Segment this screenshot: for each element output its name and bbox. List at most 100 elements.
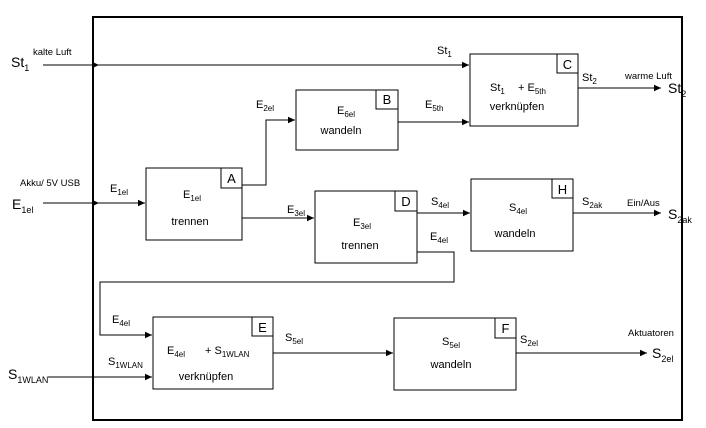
output-s2ak-label: S xyxy=(668,206,677,222)
block-d: D E3el trennen xyxy=(314,190,418,264)
output-s2ak-note: Ein/Aus xyxy=(627,198,660,209)
block-a-letter: A xyxy=(227,171,236,186)
input-s1wlan-label: S xyxy=(8,366,17,382)
block-e-symbol-1: E xyxy=(167,345,174,357)
system-boundary xyxy=(92,16,683,421)
svg-text:E1el: E1el xyxy=(12,196,33,215)
flow-st1-label: St xyxy=(437,45,447,57)
block-f: F S5el wandeln xyxy=(393,317,517,391)
block-d-symbol: E xyxy=(353,217,360,229)
svg-text:St1: St1 xyxy=(437,45,452,59)
block-e-function: verknüpfen xyxy=(179,371,233,383)
block-a-function: trennen xyxy=(171,216,208,228)
svg-text:S5el: S5el xyxy=(442,336,460,350)
block-h: H S4el wandeln xyxy=(470,178,574,252)
block-c-symbol-2: + E xyxy=(518,82,535,94)
flow-e3el-label: E xyxy=(287,204,294,216)
block-b-function: wandeln xyxy=(320,125,362,137)
block-a-symbol: E xyxy=(183,189,190,201)
output-s2el-note: Aktuatoren xyxy=(628,328,674,339)
flow-e4el-loop xyxy=(99,251,455,339)
svg-text:S2ak: S2ak xyxy=(582,196,603,210)
flow-e4el-d-label-sub: 4el xyxy=(437,236,448,245)
block-a-symbol-sub: 1el xyxy=(190,194,201,203)
svg-text:St1: St1 xyxy=(490,82,505,96)
block-c-symbol-2-sub: 5th xyxy=(535,87,546,96)
block-e-symbol-1-sub: 4el xyxy=(174,350,185,359)
svg-text:S2el: S2el xyxy=(520,334,538,348)
output-st2-sub: 2 xyxy=(681,89,686,99)
svg-text:E3el: E3el xyxy=(287,204,305,218)
input-e1el-label: E xyxy=(12,196,21,212)
block-b: B E6el wandeln xyxy=(295,89,399,151)
input-st1-note: kalte Luft xyxy=(33,47,72,58)
flow-s1wlan-label-sub: 1WLAN xyxy=(115,361,143,370)
block-f-symbol-sub: 5el xyxy=(449,341,460,350)
block-e-symbol-2-sub: 1WLAN xyxy=(222,350,250,359)
block-h-function: wandeln xyxy=(494,228,536,240)
block-b-letter: B xyxy=(383,92,392,107)
svg-text:E4el: E4el xyxy=(430,231,448,245)
svg-text:S2el: S2el xyxy=(652,345,673,364)
flow-s4el-label: S xyxy=(431,196,438,208)
svg-text:E3el: E3el xyxy=(353,217,371,231)
output-s2el-sub: 2el xyxy=(661,354,673,364)
input-e1el-note: Akku/ 5V USB xyxy=(20,178,80,189)
flow-e5th-label-sub: 5th xyxy=(432,104,443,113)
svg-text:E4el: E4el xyxy=(167,345,185,359)
input-st1-sub: 1 xyxy=(24,63,29,73)
block-h-symbol: S xyxy=(509,202,516,214)
output-s2ak-sub: 2ak xyxy=(677,215,692,225)
flow-e1el-label-sub: 1el xyxy=(117,188,128,197)
svg-text:S1WLAN: S1WLAN xyxy=(8,366,48,385)
block-e-symbol-2: + S xyxy=(205,345,222,357)
flow-e4el-loop-label: E xyxy=(112,314,119,326)
output-s2el-label: S xyxy=(652,345,661,361)
input-e1el-sub: 1el xyxy=(21,205,33,215)
block-f-function: wandeln xyxy=(430,359,472,371)
block-a: A E1el trennen xyxy=(145,167,243,241)
flow-e4el-d-label: E xyxy=(430,231,437,243)
input-s1wlan-sub: 1WLAN xyxy=(17,375,48,385)
svg-text:E5th: E5th xyxy=(425,99,443,113)
svg-text:E6el: E6el xyxy=(337,105,355,119)
flow-e2el xyxy=(242,116,295,186)
svg-text:St2: St2 xyxy=(582,72,597,86)
block-c-symbol-1-sub: 1 xyxy=(500,87,505,96)
block-f-symbol: S xyxy=(442,336,449,348)
block-e: E E4el + S1WLAN verknüpfen xyxy=(152,316,274,390)
block-h-letter: H xyxy=(558,182,567,197)
block-c: C St1 + E5th verknüpfen xyxy=(469,53,579,127)
block-b-symbol-sub: 6el xyxy=(344,110,355,119)
flow-e4el-loop-label-sub: 4el xyxy=(119,319,130,328)
svg-text:E2el: E2el xyxy=(256,99,274,113)
input-st1-label: St xyxy=(11,54,24,70)
block-h-symbol-sub: 4el xyxy=(516,207,527,216)
output-st2-note: warme Luft xyxy=(624,71,672,82)
output-st2-label: St xyxy=(668,80,681,96)
svg-text:S5el: S5el xyxy=(285,332,303,346)
flow-e5th-label: E xyxy=(425,99,432,111)
block-b-symbol: E xyxy=(337,105,344,117)
flow-s2ak-label-sub: 2ak xyxy=(589,201,603,210)
block-c-function: verknüpfen xyxy=(490,101,544,113)
svg-text:S1WLAN: S1WLAN xyxy=(108,356,143,370)
svg-text:+ E5th: + E5th xyxy=(518,82,546,96)
flow-s4el-label-sub: 4el xyxy=(438,201,449,210)
block-f-letter: F xyxy=(502,321,510,336)
svg-text:St1: St1 xyxy=(11,54,29,73)
flow-s5el-label-sub: 5el xyxy=(292,337,303,346)
svg-text:E4el: E4el xyxy=(112,314,130,328)
flow-e2el-label-sub: 2el xyxy=(263,104,274,113)
svg-text:S4el: S4el xyxy=(431,196,449,210)
block-d-symbol-sub: 3el xyxy=(360,222,371,231)
block-d-function: trennen xyxy=(341,240,378,252)
flow-s5el-label: S xyxy=(285,332,292,344)
svg-text:S2ak: S2ak xyxy=(668,206,692,225)
flow-s1wlan-label: S xyxy=(108,356,115,368)
flow-e2el-label: E xyxy=(256,99,263,111)
flow-st1-label-sub: 1 xyxy=(447,50,452,59)
flow-e1el-label: E xyxy=(110,183,117,195)
